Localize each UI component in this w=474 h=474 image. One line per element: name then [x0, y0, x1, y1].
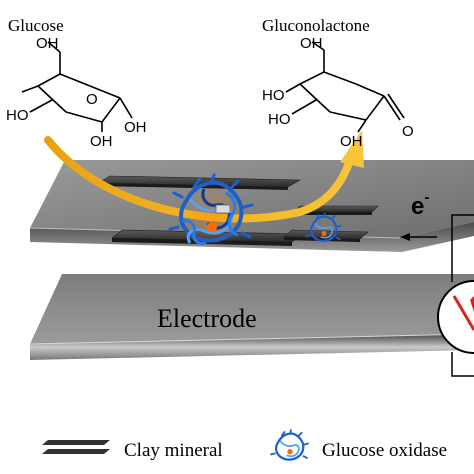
ammeter-icon: [437, 280, 474, 354]
glucose-oh-right: OH: [124, 119, 147, 136]
electron-symbol: e: [411, 193, 425, 220]
glucose-ring-oxygen: O: [86, 91, 98, 108]
enzyme-icon: [305, 212, 342, 242]
lactone-oh-top: OH: [300, 35, 323, 52]
lactone-ho-upper: HO: [262, 87, 285, 104]
lactone-ho-lower: HO: [268, 111, 291, 128]
electrode-label: Electrode: [157, 304, 257, 333]
lactone-oh-bottom: OH: [340, 133, 363, 150]
gluconolactone-label: Gluconolactone: [262, 16, 370, 35]
legend-clay-label: Clay mineral: [124, 440, 223, 461]
legend-enzyme-icon: [270, 429, 309, 461]
electrode-plate: [29, 274, 474, 360]
electron-flow-arrow: [400, 233, 437, 241]
lactone-carbonyl-oxygen: O: [402, 123, 414, 140]
glucose-label: Glucose: [8, 16, 64, 35]
gluconolactone-ring-icon: [285, 41, 405, 133]
glucose-oh-bottom: OH: [90, 133, 113, 150]
electron-label: e-: [411, 189, 430, 221]
glucose-ho-left: HO: [6, 107, 29, 124]
circuit-wires: [451, 214, 474, 377]
legend-clay-sheet-icon: [42, 440, 110, 454]
reaction-arrow-icon: [44, 130, 364, 223]
enzyme-icon: [168, 173, 254, 251]
legend-enzyme-label: Glucose oxidase: [322, 440, 448, 461]
glucose-ring-icon: [21, 41, 133, 132]
electron-charge: -: [424, 189, 430, 206]
glucose-oh-top: OH: [36, 35, 59, 52]
